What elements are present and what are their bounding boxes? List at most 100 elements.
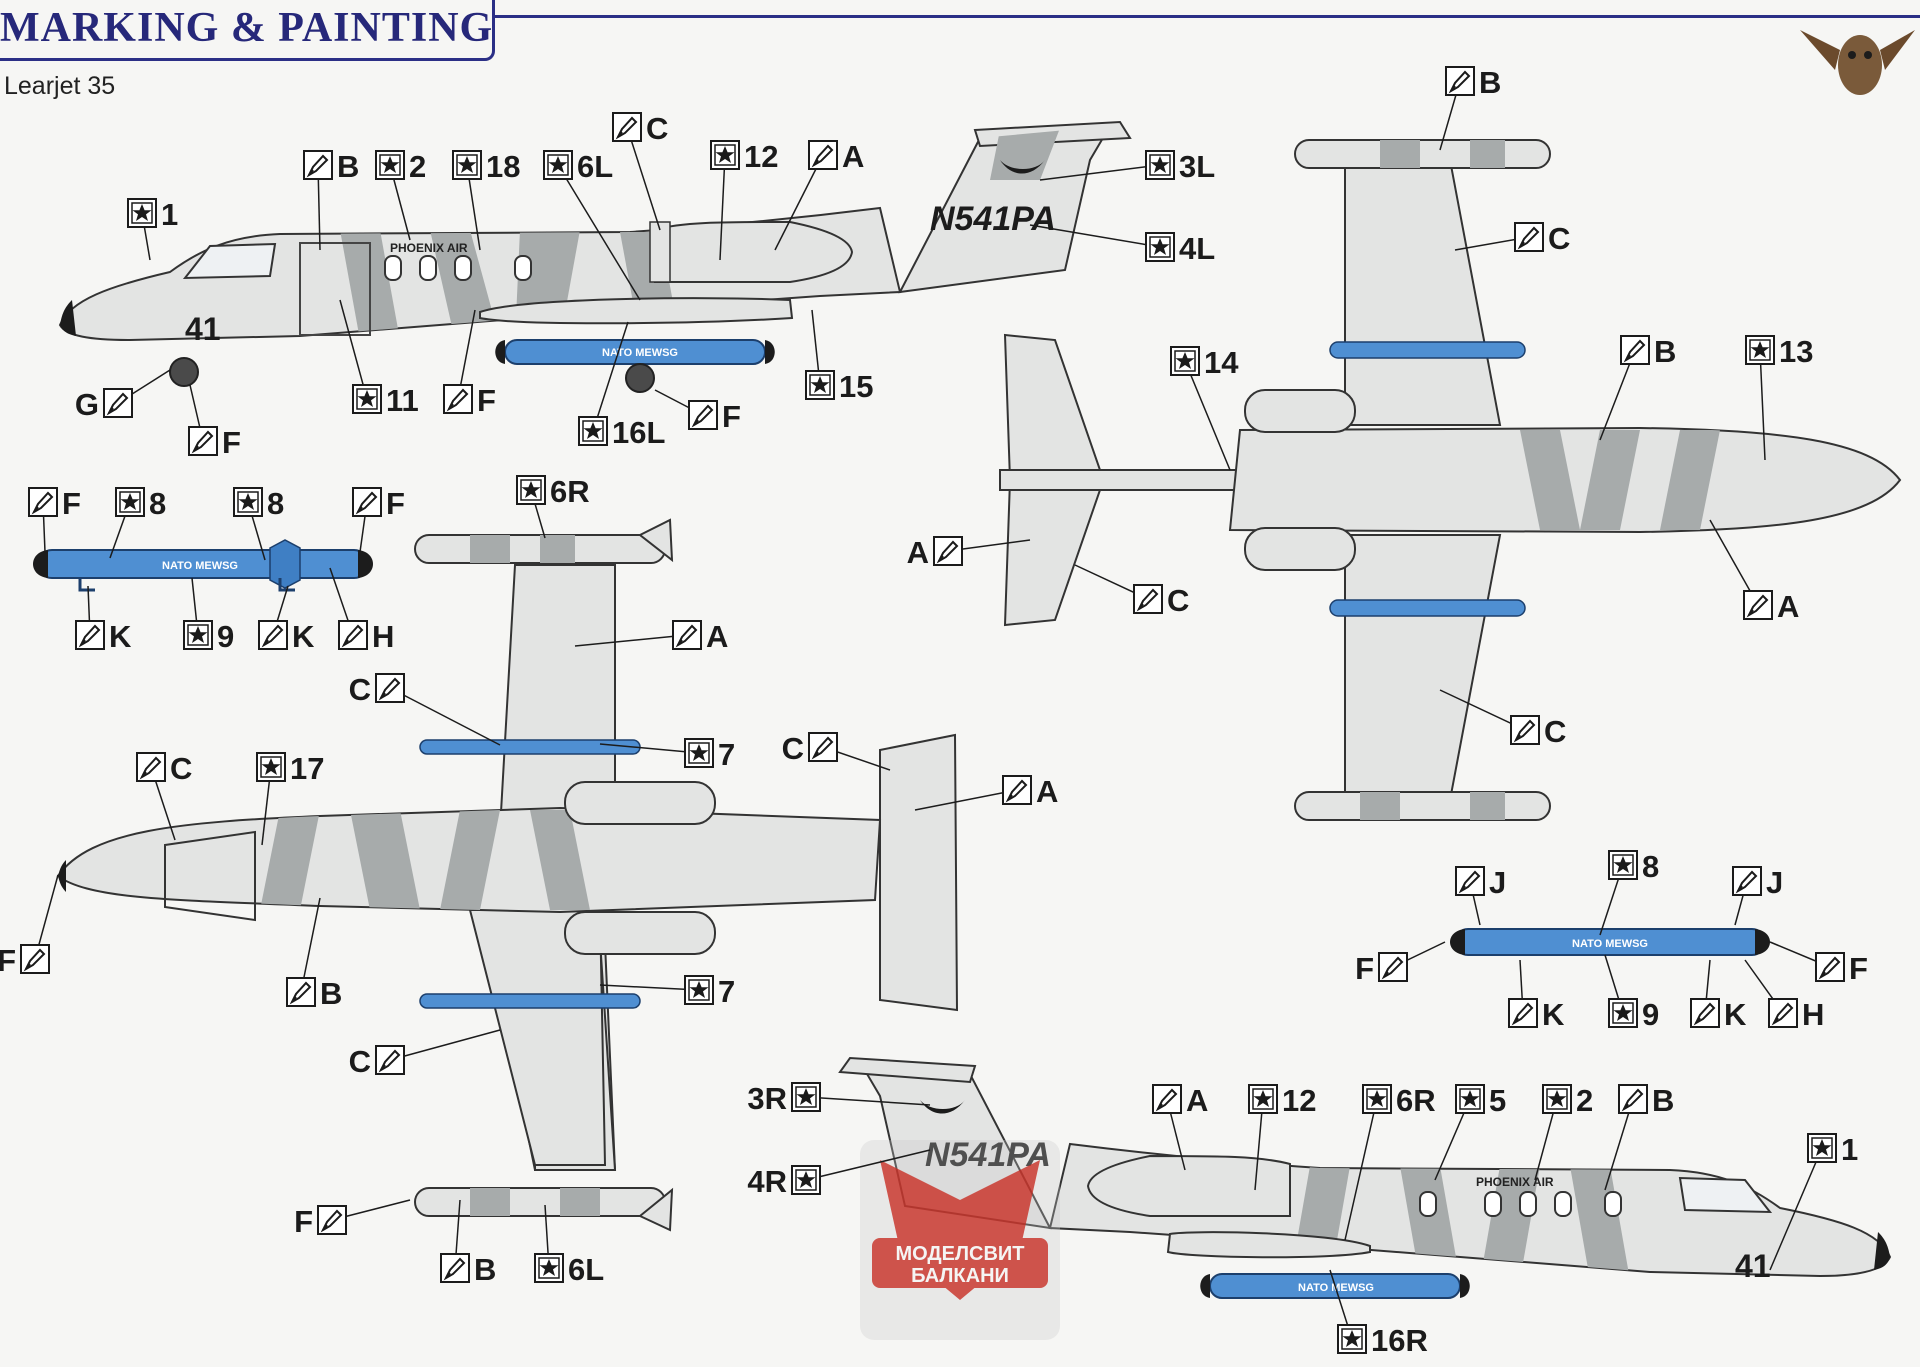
callout-label: 18 <box>486 149 520 184</box>
callout-paint-B: B <box>286 976 342 1011</box>
star-decal-icon <box>791 1082 821 1112</box>
paintbrush-icon <box>672 620 702 650</box>
owl-logo <box>1800 30 1915 95</box>
callout-paint-B: B <box>440 1252 496 1287</box>
star-decal-icon <box>375 150 405 180</box>
star-decal-icon <box>1608 998 1638 1028</box>
paintbrush-icon <box>1618 1084 1648 1114</box>
callout-decal-3R: 3R <box>747 1081 821 1116</box>
header-tab <box>0 0 495 61</box>
callout-paint-K: K <box>75 619 132 654</box>
paintbrush-icon <box>1152 1084 1182 1114</box>
paintbrush-icon <box>1514 222 1544 252</box>
leader-line <box>719 154 726 261</box>
callout-paint-F: F <box>688 399 741 434</box>
callout-label: K <box>1724 997 1747 1032</box>
callout-paint-B: B <box>1618 1083 1674 1118</box>
fuselage-number: 41 <box>185 311 221 347</box>
callout-label: 9 <box>1642 997 1659 1032</box>
callout-label: 4L <box>1179 231 1215 266</box>
paintbrush-icon <box>1690 998 1720 1028</box>
fuselage-number-2: 41 <box>1735 1248 1771 1284</box>
watermark-logo: МОДЕЛСВИТ БАЛКАНИ <box>860 1140 1060 1340</box>
callout-paint-C: C <box>349 672 405 707</box>
callout-label: F <box>0 943 16 978</box>
callout-paint-C: C <box>1133 583 1189 618</box>
callout-paint-F: F <box>28 486 81 521</box>
callout-label: C <box>1548 221 1570 256</box>
callout-decal-17: 17 <box>256 751 324 786</box>
paintbrush-icon <box>75 620 105 650</box>
callout-label: 16R <box>1371 1323 1428 1358</box>
paintbrush-icon <box>688 400 718 430</box>
callout-label: C <box>782 731 804 766</box>
pod-detail-right: NATO MEWSG <box>1450 928 1770 956</box>
callout-paint-F: F <box>352 486 405 521</box>
callout-label: 14 <box>1204 345 1239 380</box>
paintbrush-icon <box>1455 866 1485 896</box>
callout-label: 9 <box>217 619 234 654</box>
callout-decal-18: 18 <box>452 149 520 184</box>
callout-label: G <box>75 387 99 422</box>
star-decal-icon <box>710 140 740 170</box>
callout-label: 7 <box>718 974 735 1009</box>
callout-paint-B: B <box>1445 65 1501 100</box>
callout-paint-A: A <box>1152 1083 1208 1118</box>
paintbrush-icon <box>440 1253 470 1283</box>
star-decal-icon <box>791 1165 821 1195</box>
callout-label: F <box>722 399 741 434</box>
callout-paint-A: A <box>1743 589 1799 624</box>
leader-line <box>914 789 1018 811</box>
star-decal-icon <box>1248 1084 1278 1114</box>
star-decal-icon <box>452 150 482 180</box>
paintbrush-icon <box>286 977 316 1007</box>
callout-decal-6R: 6R <box>1362 1083 1436 1118</box>
leader-line <box>1344 1098 1378 1241</box>
callout-label: 15 <box>839 369 873 404</box>
paintbrush-icon <box>1732 866 1762 896</box>
callout-decal-13: 13 <box>1745 334 1813 369</box>
leader-line <box>774 154 824 251</box>
pod-title-1: NATO MEWSG <box>602 347 678 359</box>
leader-line <box>592 321 629 432</box>
callout-label: J <box>1766 865 1783 900</box>
callout-label: B <box>337 149 359 184</box>
callout-label: H <box>1802 997 1824 1032</box>
callout-label: F <box>477 383 496 418</box>
operator-title-2: PHOENIX AIR <box>1476 1175 1554 1189</box>
paintbrush-icon <box>136 752 166 782</box>
leader-line <box>1769 1147 1823 1271</box>
callout-decal-6R: 6R <box>516 474 590 509</box>
leader-line <box>300 897 321 993</box>
callout-paint-F: F <box>1815 951 1868 986</box>
paintbrush-icon <box>808 140 838 170</box>
aircraft-type-label: Learjet 35 <box>4 72 116 100</box>
callout-decal-4R: 4R <box>747 1164 821 1199</box>
callout-label: A <box>1777 589 1799 624</box>
paintbrush-icon <box>375 673 405 703</box>
callout-decal-7: 7 <box>684 737 735 772</box>
leader-line <box>339 299 368 400</box>
callout-decal-6L: 6L <box>543 149 613 184</box>
callout-label: 8 <box>267 486 284 521</box>
callout-paint-A: A <box>808 139 864 174</box>
callout-label: 12 <box>1282 1083 1316 1118</box>
pod-detail-left: NATO MEWSG <box>33 539 373 592</box>
callout-decal-8: 8 <box>115 486 166 521</box>
callout-decal-2: 2 <box>375 149 426 184</box>
pod-title-3: NATO MEWSG <box>1572 938 1648 950</box>
callout-decal-1: 1 <box>1807 1132 1858 1167</box>
leader-line <box>1254 1098 1264 1191</box>
callout-label: 13 <box>1779 334 1813 369</box>
paintbrush-icon <box>808 732 838 762</box>
star-decal-icon <box>1542 1084 1572 1114</box>
callout-label: 3L <box>1179 149 1215 184</box>
callout-label: J <box>1489 865 1506 900</box>
paintbrush-icon <box>1815 952 1845 982</box>
star-decal-icon <box>352 384 382 414</box>
callout-label: A <box>842 139 864 174</box>
star-decal-icon <box>1455 1084 1485 1114</box>
paintbrush-icon <box>338 620 368 650</box>
star-decal-icon <box>1807 1133 1837 1163</box>
